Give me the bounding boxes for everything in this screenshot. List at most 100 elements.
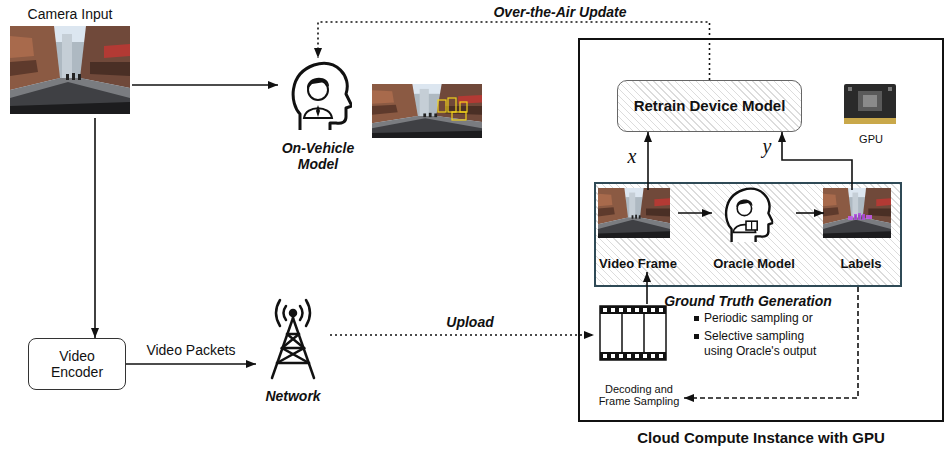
illustration-part: [751, 221, 752, 230]
illustration-part: [651, 308, 655, 312]
connector-arrow: [796, 212, 824, 214]
illustration-part: [300, 306, 303, 320]
illustration-part: [603, 308, 607, 312]
illustration-part: [643, 354, 647, 358]
illustration-part: [823, 188, 891, 238]
illustration-part: [858, 91, 882, 111]
node-label: Cloud Compute Instance with GPU: [580, 429, 942, 446]
illustration-part: [854, 214, 857, 220]
process-box: Video Encoder: [28, 338, 126, 390]
connector-arrow: [132, 84, 278, 86]
illustration-part: [627, 354, 631, 358]
edge-label: Over-the-Air Update: [490, 4, 629, 20]
edge-label: x: [625, 145, 640, 168]
illustration-part: [600, 306, 666, 314]
illustration-part: [848, 216, 853, 220]
illustration-part: [622, 314, 644, 352]
labels-photo: [823, 188, 891, 238]
sampling-note: Periodic sampling or: [704, 311, 828, 326]
illustration-part: [858, 213, 861, 220]
illustration-part: [438, 100, 446, 112]
illustration-part: [726, 189, 773, 242]
edge-label: Video Packets: [143, 342, 238, 358]
illustration-part: [611, 308, 615, 312]
connector-arrow: [684, 287, 858, 398]
illustration-part: [10, 26, 130, 114]
illustration-part: [694, 316, 699, 321]
illustration-part: [635, 354, 639, 358]
node-label: Camera Input: [8, 6, 132, 22]
illustration-part: [694, 334, 699, 339]
illustration-part: [888, 87, 892, 91]
sampling-note: Selective sampling using Oracle's output: [704, 329, 828, 359]
node-label: Video Encoder: [33, 348, 121, 380]
illustration-part: [746, 221, 757, 230]
node-label: Network: [256, 388, 330, 404]
edge-label: Upload: [443, 314, 496, 330]
illustration-part: [844, 84, 896, 124]
node-label: Video Frame: [598, 257, 678, 272]
node-label: Labels: [824, 257, 898, 272]
illustration-part: [651, 354, 655, 358]
illustration-part: [848, 87, 852, 91]
illustration-part: [277, 362, 309, 365]
node-label: Ground Truth Generation: [596, 293, 900, 309]
camera-photo: [10, 26, 130, 114]
illustration-part: [603, 308, 663, 358]
illustration-part: [635, 308, 639, 312]
illustration-part: [603, 354, 607, 358]
illustration-part: [372, 84, 482, 138]
illustration-part: [659, 354, 663, 358]
connector-arrow: [126, 363, 256, 365]
network-tower-icon: [272, 300, 314, 378]
illustration-part: [862, 214, 865, 220]
connector-arrow: [330, 334, 594, 336]
node-label: Oracle Model: [712, 257, 796, 272]
illustration-part: [306, 300, 310, 326]
gpu-chip-image: [844, 84, 896, 124]
bullet-marks: [694, 316, 699, 339]
illustration-part: [284, 306, 287, 320]
illustration-part: [643, 308, 647, 312]
illustration-part: [863, 95, 877, 107]
connector-arrow: [647, 132, 649, 190]
connector-arrow: [782, 132, 852, 190]
illustration-part: [866, 215, 872, 219]
node-label: GPU: [840, 133, 902, 146]
node-label: Decoding and Frame Sampling: [594, 383, 684, 408]
illustration-part: [316, 105, 320, 117]
node-label: On-Vehicle Model: [278, 140, 358, 172]
video-frame-photo: [598, 188, 670, 238]
illustration-part: [448, 98, 456, 112]
illustration-part: [736, 200, 752, 208]
illustration-part: [293, 63, 352, 130]
illustration-part: [659, 308, 663, 312]
illustration-part: [600, 306, 666, 360]
illustration-part: [619, 308, 623, 312]
illustration-part: [627, 308, 631, 312]
edge-label: y: [760, 135, 775, 158]
connector-arrow: [678, 212, 712, 214]
illustration-part: [844, 118, 896, 124]
detection-output-photo: [372, 84, 482, 138]
connector-arrow: [318, 22, 710, 80]
illustration-part: [611, 354, 615, 358]
illustration-part: [600, 352, 666, 360]
illustration-part: [452, 112, 466, 120]
connector-arrow: [94, 118, 96, 338]
illustration-part: [460, 102, 467, 112]
vehicle-head-icon: [293, 63, 352, 130]
illustration-part: [619, 354, 623, 358]
node-label: Retrain Device Model: [622, 97, 797, 114]
film-strip-icon: [600, 306, 666, 360]
illustration-part: [290, 310, 296, 316]
illustration-part: [598, 188, 670, 238]
illustration-part: [276, 300, 280, 326]
oracle-head-icon: [726, 189, 773, 242]
connector-arrow: [646, 272, 648, 304]
illustration-part: [282, 334, 309, 363]
process-box: Retrain Device Model: [617, 80, 802, 132]
